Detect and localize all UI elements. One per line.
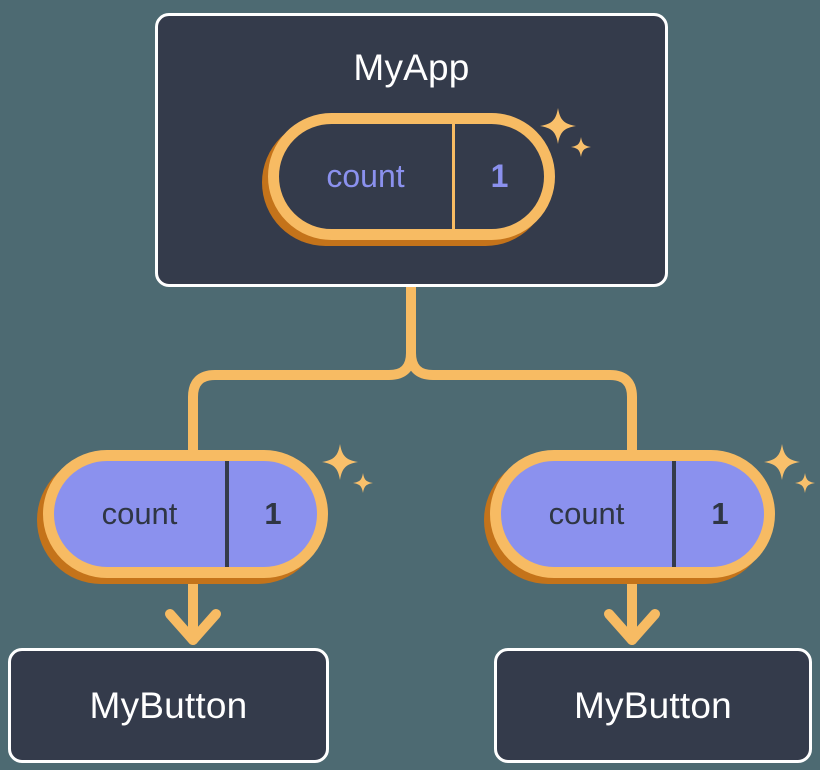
state-key-branch-left: count — [54, 461, 229, 567]
arrow-right-head — [604, 609, 660, 645]
state-pill-branch-left[interactable]: count 1 — [37, 450, 328, 584]
state-pill-root[interactable]: count 1 — [262, 113, 555, 246]
state-key-branch-right: count — [501, 461, 676, 567]
state-value-branch-left: 1 — [264, 496, 282, 531]
component-title-mybutton-right: MyButton — [574, 685, 732, 726]
component-box-mybutton-right[interactable]: MyButton — [494, 648, 812, 763]
arrow-left-head — [165, 609, 221, 645]
tree-connector-path-right — [406, 282, 637, 465]
state-value-branch-right: 1 — [711, 496, 729, 531]
state-pill-branch-right-inner: count 1 — [490, 450, 775, 578]
component-title-mybutton-left: MyButton — [89, 685, 248, 726]
component-title-myapp: MyApp — [353, 47, 470, 88]
state-pill-branch-right[interactable]: count 1 — [484, 450, 775, 584]
state-key-root: count — [279, 124, 455, 229]
component-box-mybutton-left[interactable]: MyButton — [8, 648, 329, 763]
state-pill-root-inner: count 1 — [268, 113, 555, 240]
state-pill-branch-left-inner: count 1 — [43, 450, 328, 578]
state-value-root: 1 — [490, 158, 509, 194]
tree-connector-path — [188, 282, 416, 465]
